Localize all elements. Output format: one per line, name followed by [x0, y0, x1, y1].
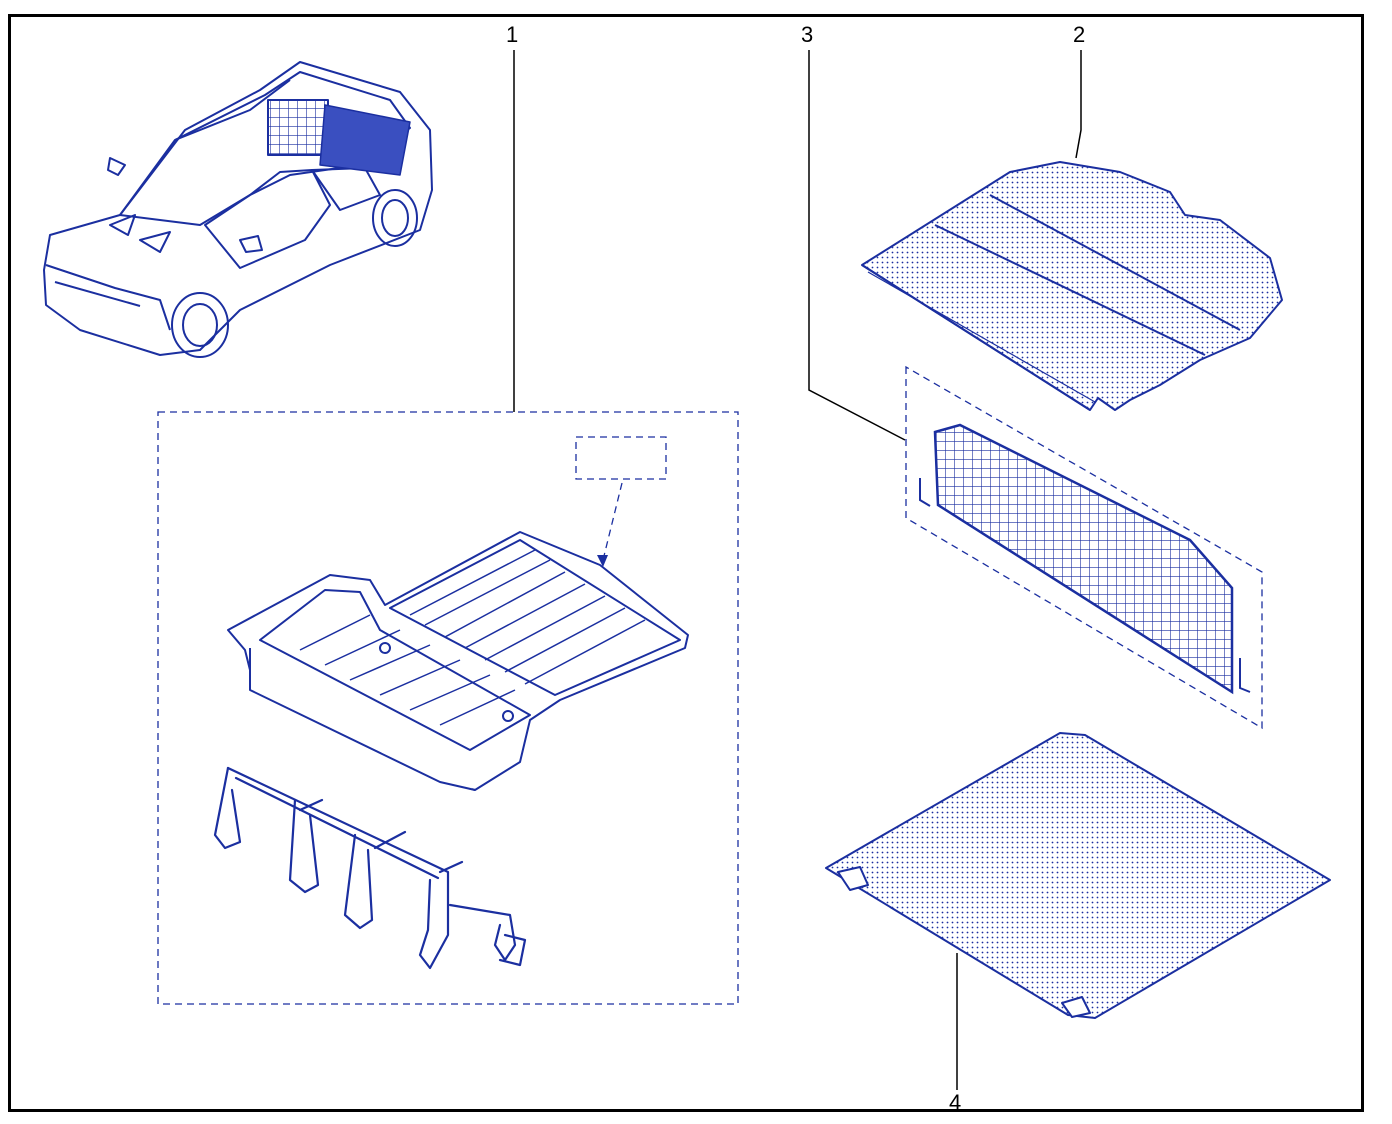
- kit-1-boundary: [157, 411, 739, 1005]
- leader-lines: [513, 50, 1082, 1090]
- leader-line-2: [1075, 50, 1082, 159]
- floor-tray-icon: [227, 531, 689, 791]
- callout-4: 4: [949, 1090, 962, 1115]
- arrow-head-icon: [597, 555, 608, 567]
- leader-line-3: [808, 50, 906, 441]
- parcel-shelf-icon: [861, 161, 1283, 411]
- bracket-frame-icon: [213, 766, 527, 970]
- boot-mat-icon: [825, 732, 1331, 1019]
- kit-label-placeholder: [575, 436, 667, 480]
- callout-2: 2: [1073, 22, 1086, 47]
- car-icon: [43, 61, 433, 358]
- callout-1: 1: [506, 22, 519, 47]
- callout-3: 3: [801, 22, 814, 47]
- diagram-frame: [8, 14, 1364, 1112]
- mesh-partition-icon: [905, 365, 1263, 730]
